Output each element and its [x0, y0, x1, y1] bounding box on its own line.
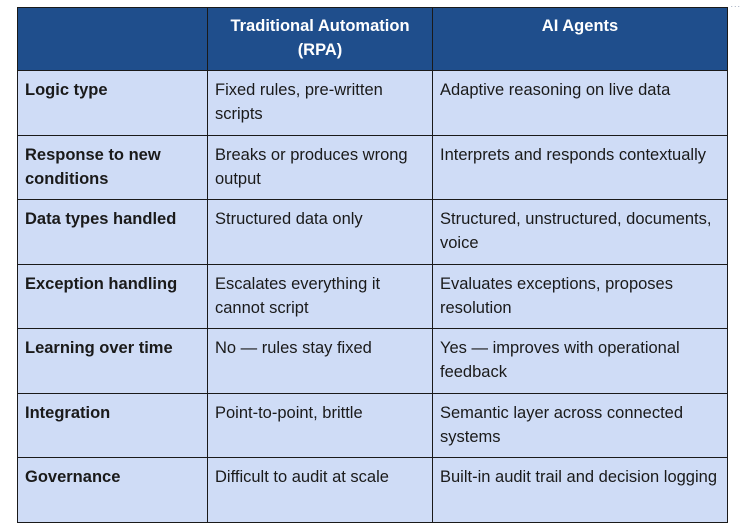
table-row: Governance Difficult to audit at scale B…: [17, 457, 728, 523]
table-row: Response to new conditions Breaks or pro…: [17, 134, 728, 200]
ai-cell: Built-in audit trail and decision loggin…: [432, 457, 728, 523]
corner-ellipsis: ...: [730, 0, 741, 9]
row-label: Exception handling: [17, 263, 208, 329]
table-row: Exception handling Escalates everything …: [17, 263, 728, 329]
table-row: Integration Point-to-point, brittle Sema…: [17, 392, 728, 458]
row-label: Governance: [17, 457, 208, 523]
table-row: Learning over time No — rules stay fixed…: [17, 328, 728, 394]
rpa-cell: No — rules stay fixed: [207, 328, 433, 394]
ai-cell: Yes — improves with operational feedback: [432, 328, 728, 394]
row-label: Integration: [17, 392, 208, 458]
header-row: Traditional Automation (RPA) AI Agents: [17, 7, 728, 71]
ai-cell: Structured, unstructured, documents, voi…: [432, 199, 728, 265]
rpa-cell: Fixed rules, pre-written scripts: [207, 70, 433, 136]
row-label: Learning over time: [17, 328, 208, 394]
row-label: Logic type: [17, 70, 208, 136]
ai-cell: Evaluates exceptions, proposes resolutio…: [432, 263, 728, 329]
ai-cell: Adaptive reasoning on live data: [432, 70, 728, 136]
ai-cell: Semantic layer across connected systems: [432, 392, 728, 458]
header-empty: [17, 7, 208, 71]
comparison-table: Traditional Automation (RPA) AI Agents L…: [17, 7, 728, 523]
header-ai-agents: AI Agents: [432, 7, 728, 71]
ai-cell: Interprets and responds contextually: [432, 134, 728, 200]
rpa-cell: Structured data only: [207, 199, 433, 265]
rpa-cell: Escalates everything it cannot script: [207, 263, 433, 329]
row-label: Data types handled: [17, 199, 208, 265]
rpa-cell: Breaks or produces wrong output: [207, 134, 433, 200]
rpa-cell: Difficult to audit at scale: [207, 457, 433, 523]
rpa-cell: Point-to-point, brittle: [207, 392, 433, 458]
row-label: Response to new conditions: [17, 134, 208, 200]
table-row: Logic type Fixed rules, pre-written scri…: [17, 70, 728, 136]
header-rpa: Traditional Automation (RPA): [207, 7, 433, 71]
table-row: Data types handled Structured data only …: [17, 199, 728, 265]
